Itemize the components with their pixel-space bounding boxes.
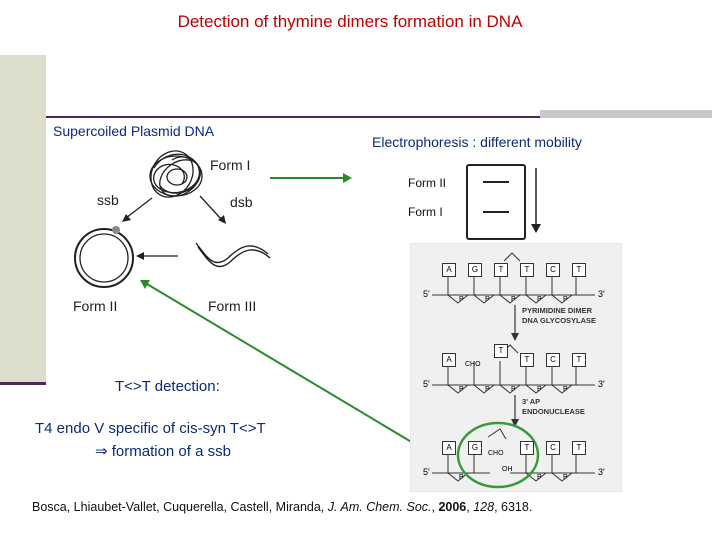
citation-authors: Bosca, Lhiaubet-Vallet, Cuquerella, Cast…: [32, 500, 328, 514]
three-prime-r3: 3': [598, 467, 605, 477]
form-ii-label: Form II: [73, 298, 118, 314]
arrow-to-ssb: [125, 197, 153, 219]
detection-heading: T<>T detection:: [115, 378, 220, 395]
citation-sep-1: ,: [431, 500, 439, 514]
left-decor-bar: [0, 55, 46, 383]
linear-dna-icon: [195, 242, 271, 268]
detection-line-2: ⇒ formation of a ssb: [95, 443, 231, 460]
arrow-ssb-to-form-ii: [146, 283, 456, 469]
phosphate-r1-1: P: [459, 296, 464, 303]
dna-strand-row-2: [432, 344, 595, 394]
cho-label-r2: CHO: [465, 361, 481, 368]
phosphate-r2-1: P: [459, 386, 464, 393]
gel-form-i-label: Form I: [408, 205, 443, 219]
phosphate-r2-4: P: [537, 386, 542, 393]
phosphate-r1-2: P: [485, 296, 490, 303]
phosphate-r2-5: P: [563, 386, 568, 393]
detection-line-1: T4 endo V specific of cis-syn T<>T: [35, 420, 266, 437]
base-r1-6: T: [572, 263, 586, 277]
base-r2-6: T: [572, 353, 586, 367]
ap-endonuclease-label-1: 3' AP: [522, 397, 541, 406]
citation-sep-2: ,: [466, 500, 474, 514]
dna-strand-row-3: [432, 428, 595, 482]
oh-label: OH: [502, 466, 513, 473]
top-divider-line: [46, 116, 540, 118]
base-r3-6: T: [572, 441, 586, 455]
gel-band-form-i: [483, 211, 509, 213]
base-r1-1: A: [442, 263, 456, 277]
dsb-label: dsb: [230, 194, 253, 210]
gel-form-ii-label: Form II: [408, 176, 446, 190]
repair-mechanism-drawing: [432, 252, 595, 489]
five-prime-r2: 5': [423, 379, 430, 389]
phosphate-r3-3: P: [563, 474, 568, 481]
base-r2-3: T: [494, 344, 508, 358]
citation-year: 2006: [438, 500, 467, 514]
glycosylase-label-1: PYRIMIDINE DIMER: [522, 306, 593, 315]
phosphate-r1-3: P: [511, 296, 516, 303]
ap-endonuclease-label-2: ENDONUCLEASE: [522, 407, 585, 416]
left-divider-line: [0, 382, 46, 385]
form-i-label: Form I: [210, 157, 251, 173]
page-title: Detection of thymine dimers formation in…: [177, 12, 523, 31]
phosphate-r2-2: P: [485, 386, 490, 393]
base-r2-4: T: [520, 353, 534, 367]
citation: Bosca, Lhiaubet-Vallet, Cuquerella, Cast…: [32, 500, 532, 514]
base-r1-4: T: [520, 263, 534, 277]
citation-volume: 128: [473, 500, 495, 514]
supercoiled-dna-icon: [149, 150, 203, 198]
three-prime-r1: 3': [598, 289, 605, 299]
electrophoresis-heading: Electrophoresis : different mobility: [372, 134, 582, 150]
citation-journal: J. Am. Chem. Soc.: [327, 500, 432, 514]
base-r3-4: T: [520, 441, 534, 455]
top-right-decor-bar: [540, 110, 712, 118]
base-r3-5: C: [546, 441, 560, 455]
five-prime-r3: 5': [423, 467, 430, 477]
phosphate-r1-5: P: [563, 296, 568, 303]
base-r2-5: C: [546, 353, 560, 367]
glycosylase-label-2: DNA GLYCOSYLASE: [522, 316, 597, 325]
citation-pages: , 6318.: [494, 500, 533, 514]
supercoiled-label: Supercoiled Plasmid DNA: [53, 123, 215, 139]
base-r2-1: A: [442, 353, 456, 367]
gel-well-box: [466, 164, 526, 240]
phosphate-r3-1: P: [459, 474, 464, 481]
cho-label-r3: CHO: [488, 450, 504, 457]
nick-marker-icon: [112, 226, 120, 234]
base-r1-3: T: [494, 263, 508, 277]
phosphate-r2-3: P: [511, 386, 516, 393]
phosphate-r1-4: P: [537, 296, 542, 303]
base-r1-5: C: [546, 263, 560, 277]
three-prime-r2: 3': [598, 379, 605, 389]
gel-band-form-ii: [483, 181, 509, 183]
ssb-highlight-circle: [456, 421, 540, 489]
dna-strand-row-1: [432, 252, 595, 304]
base-r3-1: A: [442, 441, 456, 455]
base-r3-2: G: [468, 441, 482, 455]
form-iii-label: Form III: [208, 298, 257, 314]
five-prime-r1: 5': [423, 289, 430, 299]
base-r1-2: G: [468, 263, 482, 277]
arrow-to-dsb: [199, 195, 223, 221]
ssb-label: ssb: [97, 192, 119, 208]
relaxed-circle-dna-icon: [74, 228, 134, 288]
phosphate-r3-2: P: [537, 474, 542, 481]
